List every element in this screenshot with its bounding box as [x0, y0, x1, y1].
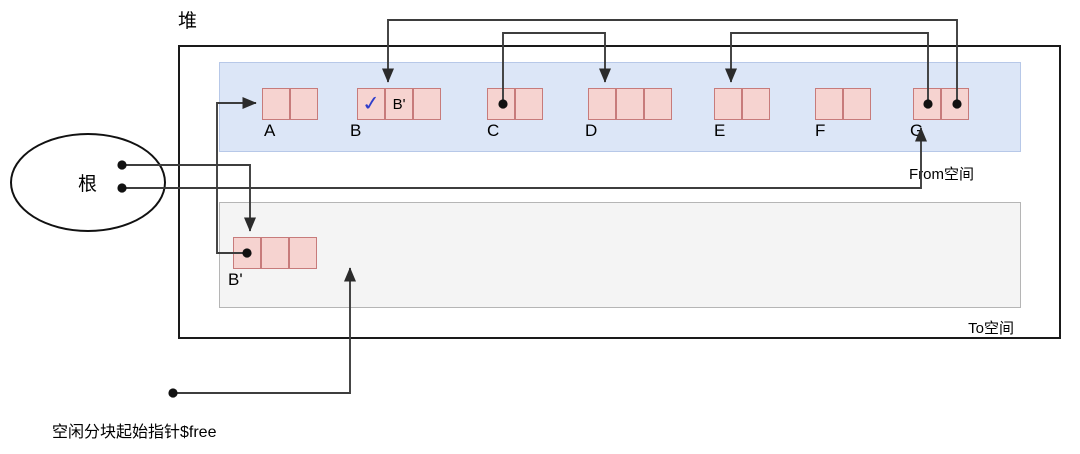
- free-pointer-label: 空闲分块起始指针$free: [52, 424, 217, 441]
- node-B-cell-1: ✓: [357, 88, 385, 120]
- node-D-cell-3: [644, 88, 672, 120]
- node-B-label: B: [350, 121, 362, 140]
- node-D-label: D: [585, 121, 598, 140]
- node-Bprime[interactable]: B': [228, 237, 317, 288]
- node-Bprime-label: B': [228, 270, 243, 289]
- node-F-cell-2: [843, 88, 871, 120]
- node-E-label: E: [714, 121, 726, 140]
- node-A-cell-2: [290, 88, 318, 120]
- node-B-cell-2: B': [385, 88, 413, 120]
- node-A-cell-1: [262, 88, 290, 120]
- node-C-cell-1: [487, 88, 515, 120]
- node-D-cell-2: [616, 88, 644, 120]
- node-D[interactable]: D: [585, 88, 672, 139]
- free-pointer-dot: [168, 388, 178, 398]
- node-G-cell-1: [913, 88, 941, 120]
- root-label: 根: [77, 174, 98, 195]
- forwarding-check-icon: ✓: [359, 91, 383, 117]
- node-E[interactable]: E: [714, 88, 770, 139]
- node-E-cell-1: [714, 88, 742, 120]
- node-F-label: F: [815, 121, 826, 140]
- to-space-label: To空间: [968, 320, 1014, 337]
- from-space-label: From空间: [909, 166, 974, 183]
- node-G-cell-2: [941, 88, 969, 120]
- node-E-cell-2: [742, 88, 770, 120]
- node-Bprime-cell-2: [261, 237, 289, 269]
- node-Bprime-cell-1: [233, 237, 261, 269]
- node-C[interactable]: C: [487, 88, 543, 139]
- node-F-cell-1: [815, 88, 843, 120]
- node-C-cell-2: [515, 88, 543, 120]
- heap-title: 堆: [178, 11, 199, 32]
- node-A[interactable]: A: [262, 88, 318, 139]
- root-set[interactable]: 根: [10, 133, 166, 232]
- node-G[interactable]: G: [910, 88, 969, 139]
- node-C-label: C: [487, 121, 500, 140]
- node-F[interactable]: F: [815, 88, 871, 139]
- node-Bprime-cell-3: [289, 237, 317, 269]
- node-B[interactable]: ✓ B' B: [350, 88, 441, 139]
- node-A-label: A: [264, 121, 276, 140]
- node-B-forward-pointer-text: B': [392, 95, 406, 113]
- node-D-cell-1: [588, 88, 616, 120]
- to-space-region: [219, 202, 1021, 308]
- node-B-cell-3: [413, 88, 441, 120]
- node-G-label: G: [910, 121, 924, 140]
